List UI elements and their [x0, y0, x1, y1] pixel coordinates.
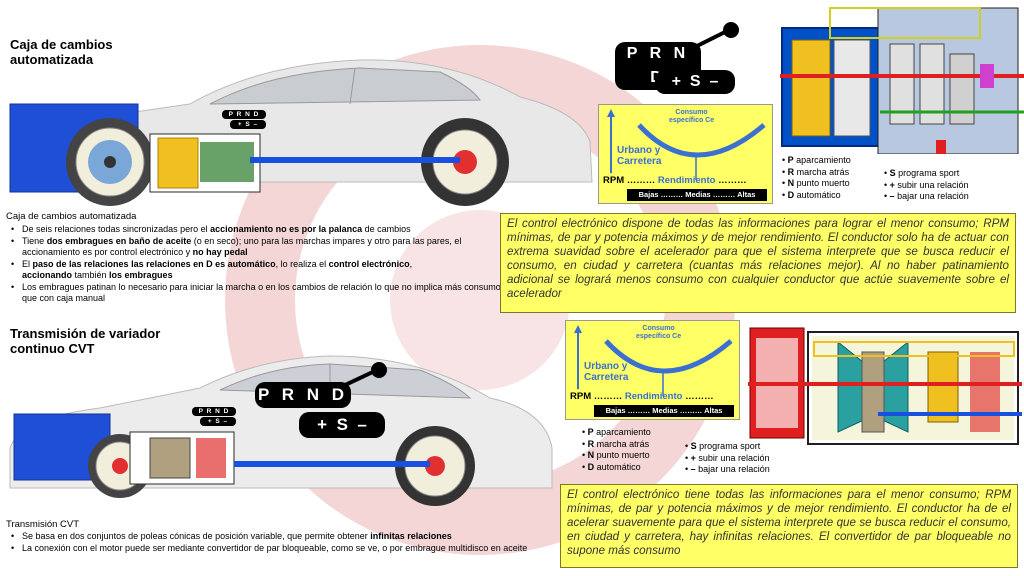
chart-bottom-rpm-line: RPM ……… Rendimiento ………: [570, 391, 714, 402]
auto-bullet-list: De seis relaciones todas sincronizadas p…: [8, 224, 510, 305]
auto-bullet-4: Los embragues patinan lo necesario para …: [11, 282, 510, 305]
auto-bullet-1: De seis relaciones todas sincronizadas p…: [11, 224, 510, 236]
mini-selector-bottom-top-label: P R N D: [192, 407, 236, 416]
auto-bullet-3: El paso de las relaciones las relaciones…: [11, 259, 510, 282]
selector-bottom-sport: + S –: [299, 412, 385, 438]
cvt-transmission-diagram: [748, 327, 1022, 445]
mini-selector-bottom-bottom-label: + S –: [200, 417, 236, 426]
chart-bottom-scale: Bajas ……… Medias ……… Altas: [594, 405, 734, 417]
auto-info-note: El control electrónico dispone de todas …: [500, 213, 1016, 313]
selector-lever-icon: [696, 22, 739, 48]
auto-title-line1: Caja de cambios: [10, 37, 113, 52]
gear-legend-top-right: • S programa sport • + subir una relació…: [884, 168, 969, 201]
mini-gear-selector-top: P R N D + S –: [222, 110, 266, 129]
gear-legend-top-left: • P aparcamiento • R marcha atrás • N pu…: [782, 155, 851, 200]
gear-selector-top: P R N D + S –: [615, 22, 739, 98]
cvt-subhead: Transmisión CVT: [6, 519, 80, 530]
selector-bottom-lever-icon: [342, 362, 387, 388]
selector-top-sport: + S –: [655, 70, 735, 94]
gear-legend-bottom-right: • S programa sport • + subir una relació…: [685, 441, 770, 474]
cvt-bullet-1: Se basa en dos conjuntos de poleas cónic…: [11, 531, 562, 543]
mini-selector-bottom-label: + S –: [230, 120, 266, 129]
cvt-title-line1: Transmisión de variador: [10, 326, 161, 341]
gear-selector-bottom: P R N D + S –: [255, 362, 387, 438]
dual-clutch-gearbox-diagram: [780, 7, 1024, 154]
cvt-title-line2: continuo CVT: [10, 341, 95, 356]
auto-title-line2: automatizada: [10, 52, 94, 67]
gear-legend-bottom-left: • P aparcamiento • R marcha atrás • N pu…: [582, 427, 651, 472]
auto-bullet-2: Tiene dos embragues en baño de aceite (o…: [11, 236, 510, 259]
chart-top-rpm-line: RPM ……… Rendimiento ………: [603, 175, 747, 186]
auto-section-title: Caja de cambios automatizada: [10, 37, 113, 67]
mini-gear-selector-bottom: P R N D + S –: [192, 407, 236, 426]
car-illustration-bottom: [9, 355, 553, 506]
selector-bottom-prnd: P R N D: [255, 382, 351, 408]
cvt-bullet-list: Se basa en dos conjuntos de poleas cónic…: [8, 531, 562, 554]
auto-subhead: Caja de cambios automatizada: [6, 211, 137, 222]
chart-top-scale: Bajas ……… Medias ……… Altas: [627, 189, 767, 201]
cvt-bullet-2: La conexión con el motor puede ser media…: [11, 543, 562, 555]
mini-selector-top-label: P R N D: [222, 110, 266, 119]
cvt-section-title: Transmisión de variador continuo CVT: [10, 326, 160, 356]
cvt-info-note: El control electrónico tiene todas las i…: [560, 484, 1018, 568]
car-illustration-top: [9, 59, 593, 206]
